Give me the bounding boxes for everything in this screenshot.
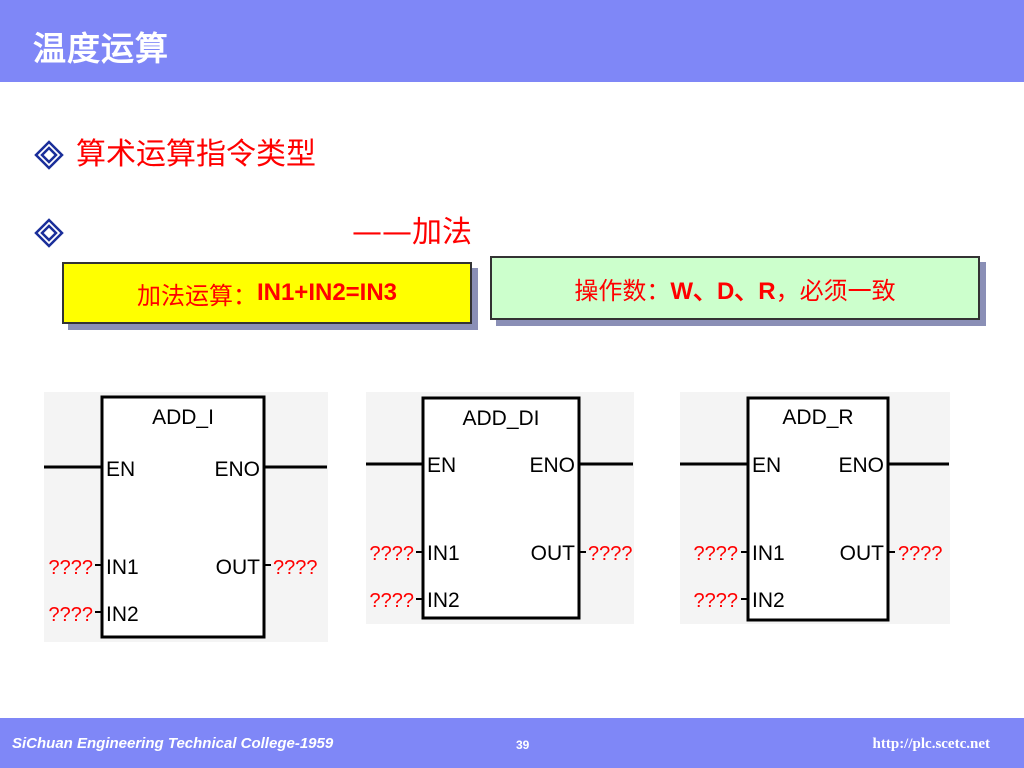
in2-placeholder: ????	[694, 590, 739, 612]
operand-box: 操作数：W、D、R，必须一致	[490, 256, 980, 320]
diamond-bullet-icon	[34, 218, 64, 253]
slide-header: 温度运算	[0, 0, 1024, 82]
block-body	[100, 395, 266, 639]
block-name: ADD_DI	[462, 407, 539, 430]
en-label: EN	[427, 454, 456, 477]
add-di-block: ADD_DI EN ENO IN1 IN2 OUT ???? ???? ????	[366, 392, 634, 624]
operand-suffix: ，必须一致	[775, 276, 896, 305]
in1-placeholder: ????	[49, 557, 94, 579]
in2-label: IN2	[106, 603, 139, 626]
in2-label: IN2	[752, 589, 785, 612]
footer-institution: SiChuan Engineering Technical College-19…	[12, 735, 334, 752]
bullet-text-instruction-types: 算术运算指令类型	[76, 137, 316, 172]
page-number: 39	[516, 738, 530, 752]
out-label: OUT	[531, 542, 576, 565]
block-body	[421, 396, 581, 620]
in1-placeholder: ????	[694, 543, 739, 565]
out-label: OUT	[840, 542, 885, 565]
in1-label: IN1	[106, 556, 139, 579]
en-label: EN	[106, 458, 135, 481]
operand-label: 操作数：	[574, 276, 671, 305]
block-body	[746, 396, 890, 622]
operand-types: W、D、R	[670, 277, 776, 305]
formula-box: 加法运算：IN1+IN2=IN3	[62, 262, 472, 324]
in1-placeholder: ????	[370, 543, 415, 565]
in2-placeholder: ????	[49, 604, 94, 626]
block-name: ADD_I	[152, 406, 214, 429]
in1-label: IN1	[752, 542, 785, 565]
en-label: EN	[752, 454, 781, 477]
in1-label: IN1	[427, 542, 460, 565]
eno-label: ENO	[214, 458, 260, 481]
out-placeholder: ????	[273, 557, 318, 579]
formula-expression: IN1+IN2=IN3	[256, 279, 398, 306]
add-i-block: ADD_I EN ENO IN1 IN2 OUT ???? ???? ????	[44, 392, 328, 642]
add-r-block: ADD_R EN ENO IN1 IN2 OUT ???? ???? ????	[680, 392, 950, 624]
in2-label: IN2	[427, 589, 460, 612]
eno-label: ENO	[529, 454, 575, 477]
block-name: ADD_R	[782, 406, 853, 429]
diamond-bullet-icon	[34, 140, 64, 175]
footer-url[interactable]: http://plc.scetc.net	[872, 736, 990, 752]
out-placeholder: ????	[898, 543, 943, 565]
formula-label: 加法运算：	[136, 281, 257, 310]
out-placeholder: ????	[588, 543, 633, 565]
slide-title: 温度运算	[33, 29, 169, 68]
bullet-text-addition: ——加法	[352, 215, 472, 250]
in2-placeholder: ????	[370, 590, 415, 612]
out-label: OUT	[216, 556, 261, 579]
slide-footer: SiChuan Engineering Technical College-19…	[0, 718, 1024, 768]
eno-label: ENO	[838, 454, 884, 477]
